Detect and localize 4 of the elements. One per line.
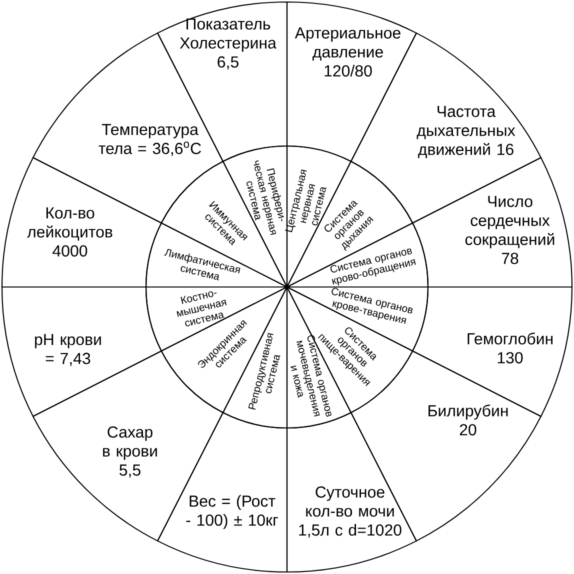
ring-segment: Вес = (Рост - 100) ± 10кг <box>157 412 288 573</box>
ring-segment: Артериальное давление 120/80 <box>286 1 417 162</box>
ring-segment: Кол-во лейкоцитов 4000 <box>1 157 162 288</box>
ring-segment: pH крови = 7,43 <box>1 286 162 417</box>
